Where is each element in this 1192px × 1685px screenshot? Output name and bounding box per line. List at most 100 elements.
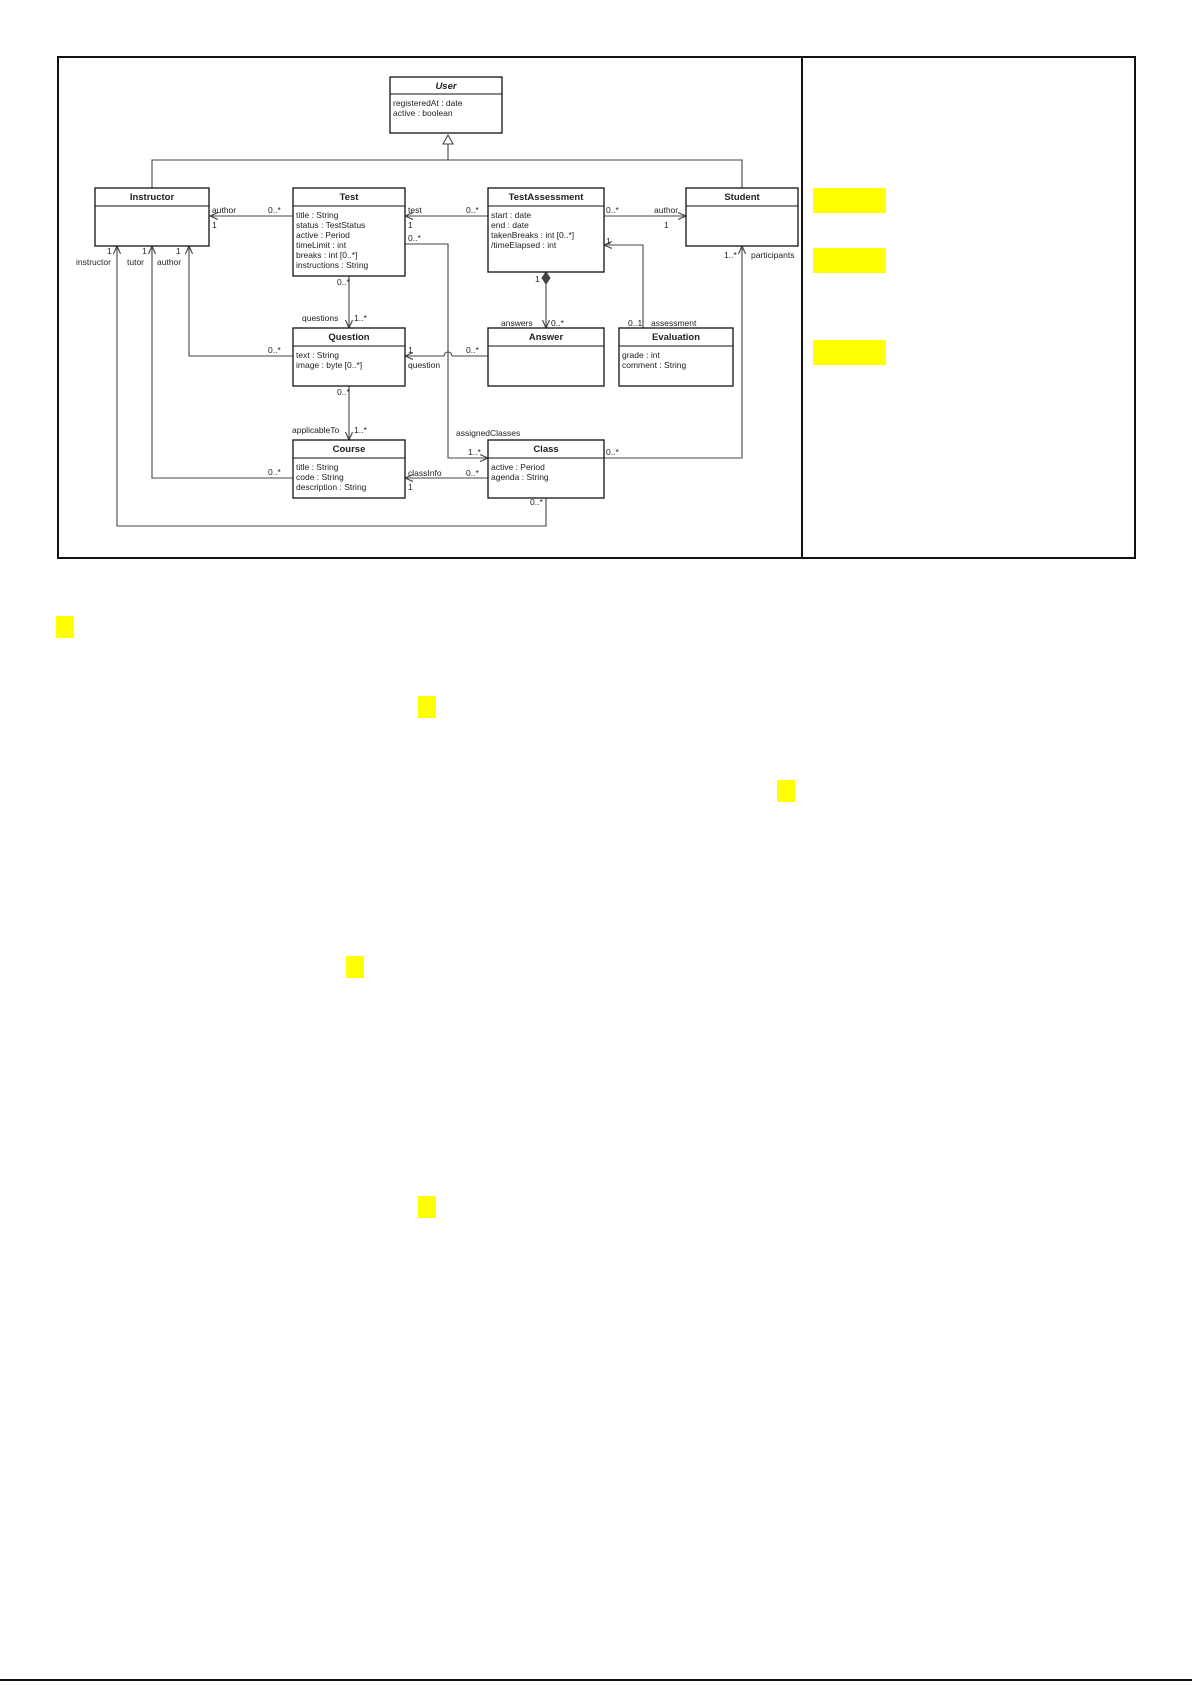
edge-class-instructor: 0..* 1 instructor [76,246,547,527]
class-name: Class [533,444,558,455]
edge-label: 0..* [530,497,543,507]
edge-label: 0..* [551,318,564,328]
class-attribute: takenBreaks : int [0..*] [491,230,574,240]
edge-label: question [408,360,440,370]
edge-label: answers [501,318,533,328]
edge-label: classInfo [408,468,442,478]
edge-label: 1..* [354,425,367,435]
highlight-block [813,188,886,213]
edge-label: 1..* [354,313,367,323]
class-attribute: image : byte [0..*] [296,360,362,370]
class-name: User [435,81,457,92]
edge-label: 1 [176,246,181,256]
edge-label: 0..1 [628,318,642,328]
edge-label: instructor [76,257,111,267]
class-attribute: comment : String [622,360,687,370]
edge-label: author [212,205,236,215]
edge-testassessment-evaluation: 1 0..1 assessment [604,236,697,328]
class-instructor: Instructor [94,187,210,247]
highlight-marker [418,1196,436,1218]
edge-label: author [157,257,181,267]
class-name: Evaluation [652,332,700,343]
class-name: Instructor [130,192,175,203]
edge-label: 1 [606,236,611,246]
class-attribute: end : date [491,220,529,230]
edge-label: questions [302,313,338,323]
edge-label: 0..* [606,447,619,457]
edge-course-class: classInfo 1 0..* [405,468,488,492]
edge-label: 0..* [466,468,479,478]
edge-test-testassessment: test 1 0..* [405,205,488,230]
class-name: Question [328,332,369,343]
class-attribute: active : boolean [393,108,453,118]
highlight-block [813,340,886,365]
generalization-edges [151,133,743,188]
class-answer: Answer [487,327,605,387]
class-attribute: title : String [296,210,339,220]
edge-label: 0..* [466,345,479,355]
diagram-frame [57,56,1136,559]
class-user: User registeredAt : date active : boolea… [389,76,503,134]
class-student: Student [685,187,799,247]
edge-label: 1..* [724,250,737,260]
edge-label: assessment [651,318,697,328]
class-attribute: code : String [296,472,344,482]
edge-question-course: 0..* applicableTo 1..* [292,386,367,440]
edge-label: 0..* [268,345,281,355]
edge-class-student: 0..* 1..* participants [604,246,794,459]
edge-course-tutor: 1 tutor 0..* [127,246,293,479]
edge-test-question: 0..* questions 1..* [302,276,367,328]
edge-label: 1 [142,246,147,256]
class-attribute: /timeElapsed : int [491,240,557,250]
edge-test-class: 0..* assignedClasses 1..* [405,233,520,458]
edge-label: 1 [107,246,112,256]
edge-label: 1 [535,274,540,284]
highlight-marker [777,780,795,802]
edge-answer-question: 1 question 0..* [405,345,488,370]
edge-label: assignedClasses [456,428,520,438]
edge-label: 0..* [466,205,479,215]
edge-label: 1 [408,345,413,355]
class-attribute: status : TestStatus [296,220,365,230]
edge-label: 1 [408,220,413,230]
class-name: TestAssessment [509,192,585,203]
edge-label: applicableTo [292,425,340,435]
edge-testassessment-student: 0..* author 1 [604,205,686,230]
edge-label: 0..* [606,205,619,215]
class-attribute: timeLimit : int [296,240,347,250]
highlight-marker [418,696,436,718]
edge-label: 1 [212,220,217,230]
class-attribute: grade : int [622,350,660,360]
edge-question-author: 1 author 0..* [157,246,293,357]
class-test: Test title : String status : TestStatus … [292,187,406,277]
edge-label: 1..* [468,447,481,457]
highlight-block [813,248,886,273]
page-bottom-rule [0,1679,1192,1681]
edge-label: 0..* [268,205,281,215]
edge-label: participants [751,250,794,260]
edge-label: 1 [408,482,413,492]
class-name: Course [333,444,366,455]
edge-label: tutor [127,257,144,267]
edge-label: 1 [664,220,669,230]
class-name: Student [724,192,760,203]
class-course: Course title : String code : String desc… [292,439,406,499]
class-attribute: title : String [296,462,339,472]
class-name: Answer [529,332,564,343]
highlight-marker [56,616,74,638]
class-attribute: start : date [491,210,531,220]
edge-instructor-test: author 1 0..* [210,205,293,230]
edge-label: 0..* [268,467,281,477]
class-attribute: breaks : int [0..*] [296,250,357,260]
class-evaluation: Evaluation grade : int comment : String [618,327,734,387]
class-attribute: registeredAt : date [393,98,463,108]
class-attribute: agenda : String [491,472,549,482]
highlight-marker [346,956,364,978]
class-name: Test [340,192,360,203]
class-testassessment: TestAssessment start : date end : date t… [487,187,605,273]
edge-label: 0..* [408,233,421,243]
edge-label: test [408,205,422,215]
edge-label: author [654,205,678,215]
class-attribute: description : String [296,482,367,492]
class-attribute: active : Period [491,462,545,472]
